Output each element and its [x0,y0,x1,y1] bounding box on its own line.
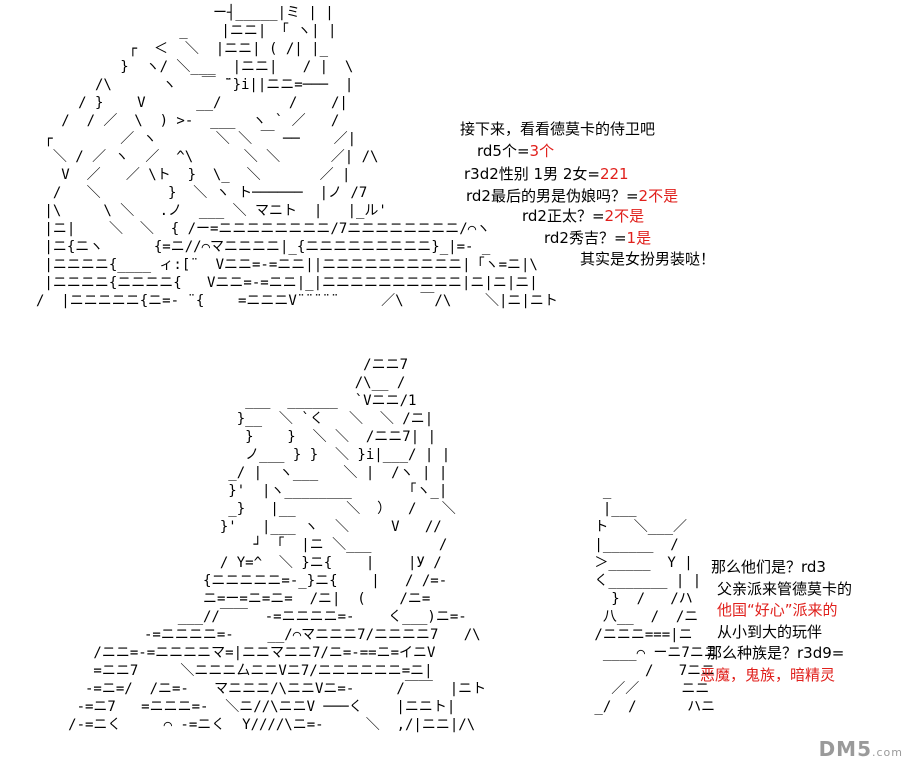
ascii-art-small-figure: _ |___ ト ＼___／ |______ / ＞_____ Y | く___… [594,483,718,715]
dialogue-line-2: rd5个=3个 [477,142,555,160]
dialogue-line-7: 其实是女扮男装哒！ [580,250,716,268]
dialogue-line-4: rd2最后的男是伪娘吗？=2不是 [466,187,679,205]
dialogue-line-3: r3d2性别 1男 2女=221 [464,165,629,183]
site-watermark-logo: DM5.com [818,737,903,761]
dialogue-line-13: 恶魔，鬼族，暗精灵 [700,666,836,684]
dialogue-line-5: rd2正太？=2不是 [522,207,645,225]
dialogue-line-8: 那么他们是？rd3 [711,558,826,576]
dialogue-line-11: 从小到大的玩伴 [717,623,823,641]
dialogue-line-10: 他国“好心”派来的 [717,601,838,619]
ascii-art-bottom-scene: /ニニ7 /\__ / ___ ______ `Vニニ/1 }__ ＼ `く ＼… [68,357,487,733]
dialogue-line-1: 接下来，看看德莫卡的侍卫吧 [460,120,656,138]
dialogue-line-9: 父亲派来管德莫卡的 [717,580,853,598]
dialogue-line-6: rd2秀吉？=1是 [544,229,652,247]
dialogue-line-12: 那么种族是？r3d9= [707,644,845,662]
ascii-art-top-scene: ー┤_____|ミ | | _ |ニニ| 「 ヽ| | ┌ ＜ ＼ |ニニ| (… [36,5,558,309]
